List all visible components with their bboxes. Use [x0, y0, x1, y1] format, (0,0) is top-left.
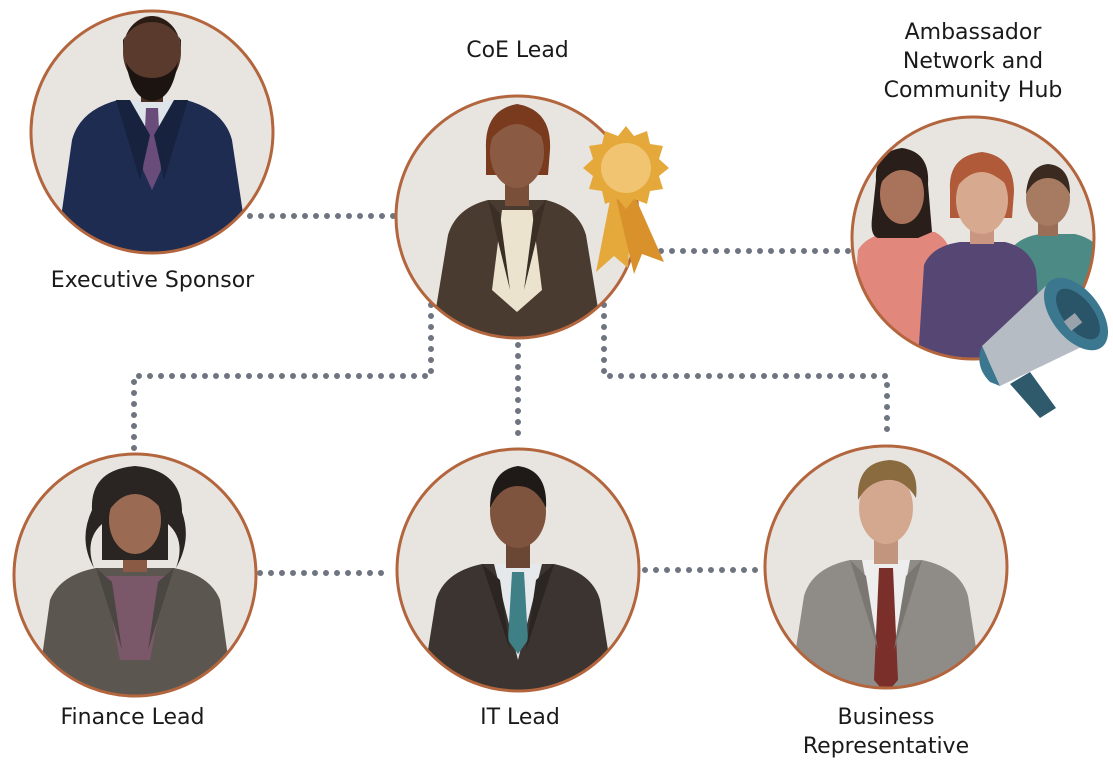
award-ribbon-icon — [583, 126, 669, 274]
ambassador-network-label: Ambassador Network and Community Hub — [860, 18, 1086, 105]
business-representative-node — [763, 444, 1009, 690]
ambassador-label-line1: Ambassador — [904, 20, 1042, 45]
connector-coe-business — [601, 302, 890, 443]
business-label-line1: Business — [837, 705, 935, 730]
executive-sponsor-avatar — [55, 16, 250, 253]
ambassador-label-line3: Community Hub — [883, 78, 1063, 103]
it-lead-avatar — [420, 466, 616, 691]
coe-lead-avatar — [430, 104, 604, 338]
finance-lead-node — [12, 452, 258, 698]
connectors — [131, 213, 890, 576]
business-label-line2: Representative — [802, 734, 970, 759]
business-representative-label: Business Representative — [780, 703, 992, 761]
ambassador-network-node — [850, 115, 1109, 418]
executive-sponsor-node — [29, 9, 275, 255]
finance-lead-label: Finance Lead — [60, 705, 205, 730]
business-representative-avatar — [788, 460, 984, 688]
coe-lead-node — [394, 94, 669, 340]
it-lead-node — [395, 447, 641, 693]
it-lead-label: IT Lead — [480, 705, 560, 730]
coe-lead-label: CoE Lead — [466, 38, 569, 63]
finance-lead-avatar — [36, 466, 234, 696]
connector-coe-finance — [131, 302, 434, 453]
executive-sponsor-label: Executive Sponsor — [50, 268, 255, 293]
ambassador-label-line2: Network and — [902, 49, 1044, 74]
megaphone-icon — [979, 277, 1109, 418]
